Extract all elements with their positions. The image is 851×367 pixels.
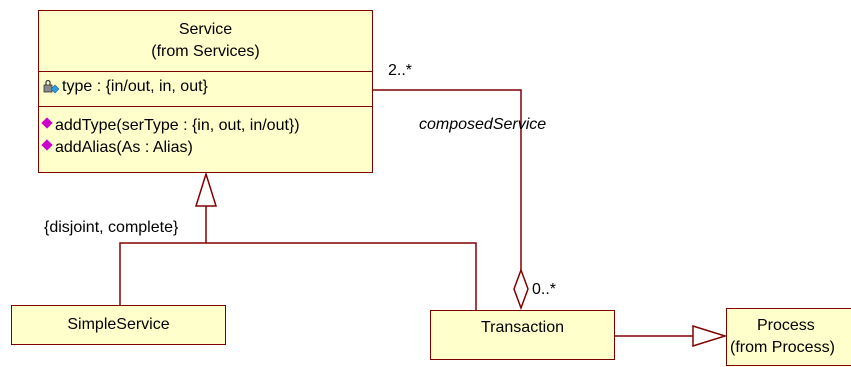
multiplicity-transaction: 0..* (532, 281, 557, 298)
service-class-name: Service (178, 21, 233, 38)
protected-attribute-icon (43, 79, 60, 94)
transaction-class-name: Transaction (481, 319, 564, 336)
attributes-compartment: type : {in/out, in, out} (39, 71, 372, 106)
generalization-arrowhead (194, 171, 218, 207)
operation-icon (41, 139, 53, 151)
attribute-item: type : {in/out, in, out} (39, 76, 372, 98)
process-class[interactable]: Process (from Process) (726, 308, 851, 366)
association-line (372, 89, 522, 270)
simpleservice-class[interactable]: SimpleService (11, 305, 226, 345)
transaction-class[interactable]: Transaction (430, 310, 615, 360)
process-class-stereo: (from Process) (730, 339, 835, 356)
association-role-name: composedService (419, 116, 547, 133)
operation-icon (41, 117, 53, 129)
operation-item: addType(serType : {in, out, in/out}) (39, 115, 372, 137)
multiplicity-service: 2..* (388, 62, 413, 79)
operation-text: addAlias(As : Alias) (55, 139, 193, 156)
service-class-stereo: (from Services) (151, 43, 260, 60)
generalization-constraint: {disjoint, complete} (44, 219, 179, 236)
simpleservice-class-name: SimpleService (67, 316, 170, 333)
operations-compartment: addType(serType : {in, out, in/out}) add… (39, 106, 372, 159)
process-arrowhead (692, 324, 728, 348)
attribute-text: type : {in/out, in, out} (62, 78, 208, 95)
operation-item: addAlias(As : Alias) (39, 137, 372, 159)
generalization-line-simpleservice (119, 242, 477, 310)
process-class-name: Process (757, 317, 815, 334)
operation-text: addType(serType : {in, out, in/out}) (55, 117, 300, 134)
aggregation-diamond (513, 267, 529, 311)
service-class[interactable]: Service (from Services) type : {in/out, … (38, 10, 373, 173)
